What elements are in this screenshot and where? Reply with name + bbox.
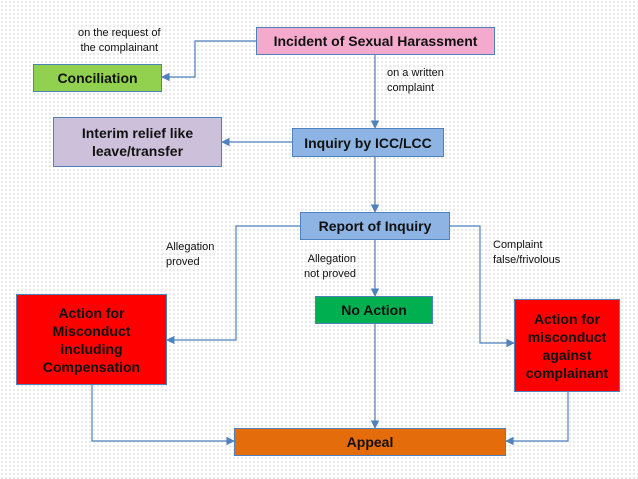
no-action-label: No Action (341, 302, 407, 318)
interim-label-line1: Interim relief like (81, 125, 194, 141)
not-proved-label-line2: not proved (304, 268, 356, 280)
complaint-false-label: Complaint false/frivolous (493, 238, 560, 268)
appeal-label: Appeal (346, 434, 394, 450)
interim-label-line2: leave/transfer (91, 143, 184, 159)
written-complaint-label: on a written complaint (387, 66, 444, 96)
misconduct-box: Action for Misconduct including Compensa… (16, 294, 167, 385)
incident-label: Incident of Sexual Harassment (273, 33, 478, 49)
appeal-box: Appeal (234, 428, 506, 456)
written-label-line2: complaint (387, 82, 435, 94)
no-action-box: No Action (315, 296, 433, 324)
misconduct-label-line4: Compensation (42, 358, 141, 375)
misconduct-label-line1: Action for (58, 304, 125, 321)
inquiry-box: Inquiry by ICC/LCC (292, 128, 444, 157)
request-label-line1: on the request of (78, 27, 161, 39)
incident-box: Incident of Sexual Harassment (256, 27, 495, 55)
report-label: Report of Inquiry (318, 218, 432, 234)
written-label-line1: on a written (387, 67, 444, 79)
proved-label-line1: Allegation (166, 241, 215, 253)
against-label-line4: complainant (525, 364, 609, 381)
allegation-not-proved-label: Allegation not proved (304, 252, 356, 282)
proved-label-line2: proved (166, 256, 200, 268)
against-label-line3: against (542, 346, 592, 363)
not-proved-label-line1: Allegation (307, 253, 356, 265)
connector-misconduct-appeal (91, 385, 235, 446)
against-label-line2: misconduct (527, 328, 607, 345)
false-label-line1: Complaint (493, 239, 543, 251)
connector-report-against (450, 225, 515, 348)
request-label-line2: the complainant (80, 42, 159, 54)
against-label-line1: Action for (533, 310, 601, 327)
report-box: Report of Inquiry (300, 212, 450, 240)
connector-against-appeal (505, 392, 569, 446)
connector-incident-conciliation (161, 40, 256, 82)
misconduct-label-line2: Misconduct (52, 322, 131, 339)
conciliation-label: Conciliation (57, 70, 138, 86)
against-complainant-box: Action for misconduct against complainan… (514, 299, 620, 392)
false-label-line2: false/frivolous (493, 254, 561, 266)
request-label: on the request of the complainant (78, 26, 161, 56)
allegation-proved-label: Allegation proved (166, 240, 214, 270)
interim-relief-box: Interim relief like leave/transfer (53, 117, 222, 167)
connector-report-misconduct (166, 225, 300, 345)
misconduct-label-line3: including (60, 340, 123, 357)
inquiry-label: Inquiry by ICC/LCC (304, 134, 432, 151)
conciliation-box: Conciliation (33, 64, 162, 92)
